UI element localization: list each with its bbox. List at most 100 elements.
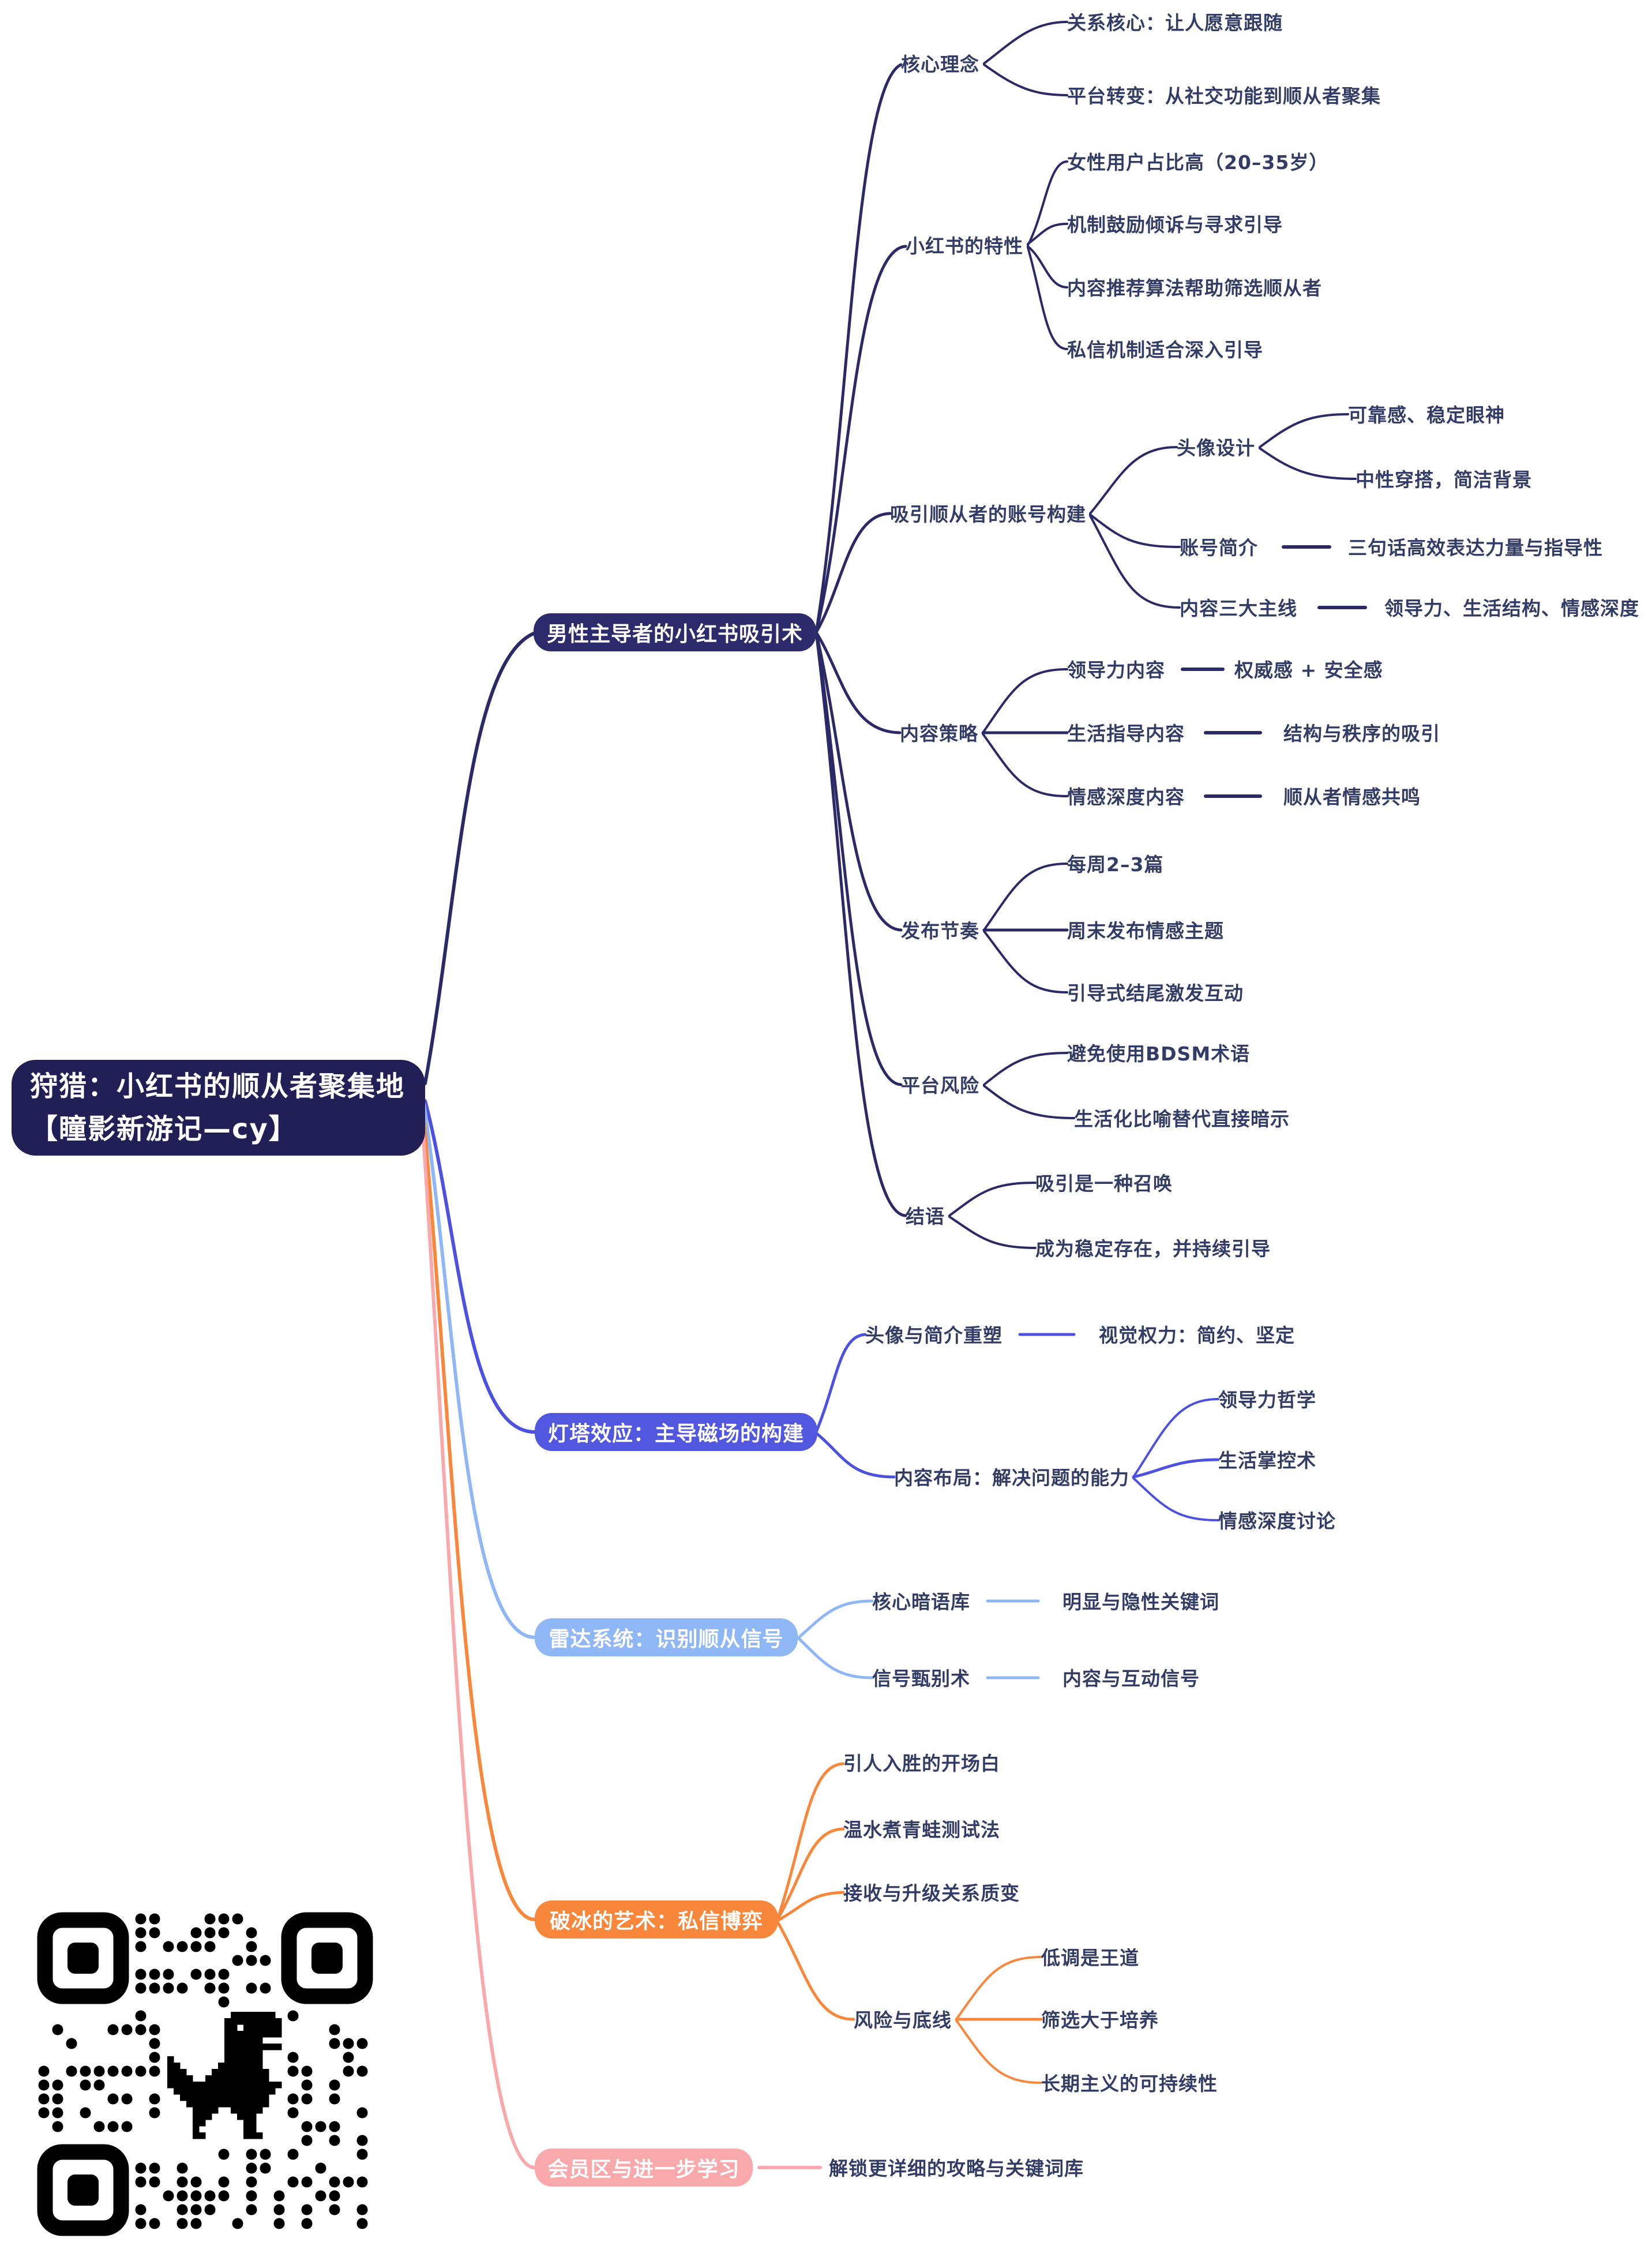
branch-attraction-edges — [814, 21, 1367, 1249]
edge — [983, 21, 1068, 65]
leaf-opening-line[interactable]: 引人入胜的开场白 — [843, 1752, 1000, 1775]
leaf-weekend-emotional[interactable]: 周末发布情感主题 — [1067, 920, 1224, 943]
leaf-long-termism[interactable]: 长期主义的可持续性 — [1041, 2072, 1218, 2095]
leaf-leadership-philosophy[interactable]: 领导力哲学 — [1218, 1389, 1316, 1412]
edge — [814, 631, 907, 1217]
branch-lighthouse[interactable]: 灯塔效应：主导磁场的构建 — [535, 1413, 817, 1451]
edge — [983, 930, 1068, 993]
note-three-sentences[interactable]: 三句话高效表达力量与指导性 — [1348, 537, 1603, 560]
leaf-stable-presence[interactable]: 成为稳定存在，并持续引导 — [1035, 1238, 1271, 1261]
leaf-metaphors[interactable]: 生活化比喻替代直接暗示 — [1074, 1108, 1290, 1131]
node-account-build[interactable]: 吸引顺从者的账号构建 — [890, 503, 1086, 526]
node-risk-bottomline[interactable]: 风险与底线 — [854, 2009, 952, 2032]
branch-member[interactable]: 会员区与进一步学习 — [535, 2149, 753, 2187]
edge — [814, 631, 903, 932]
node-life-guidance[interactable]: 生活指导内容 — [1067, 722, 1185, 745]
leaf-screening[interactable]: 筛选大于培养 — [1041, 2009, 1159, 2032]
edge — [1027, 246, 1068, 350]
edge — [814, 1431, 896, 1479]
leaf-slow-testing[interactable]: 温水煮青蛙测试法 — [843, 1819, 1000, 1842]
leaf-emotional-discussion[interactable]: 情感深度讨论 — [1218, 1510, 1336, 1533]
edge — [421, 1106, 536, 1921]
edge — [776, 1891, 845, 1922]
branch-attraction[interactable]: 男性主导者的小红书吸引术 — [534, 613, 816, 651]
note-interaction-signals[interactable]: 内容与互动信号 — [1062, 1667, 1200, 1690]
leaf-reliable-gaze[interactable]: 可靠感、稳定眼神 — [1348, 404, 1505, 427]
edge — [776, 1827, 845, 1921]
edge — [814, 245, 907, 634]
node-content-lines[interactable]: 内容三大主线 — [1180, 597, 1297, 620]
edge — [797, 1599, 874, 1639]
branch-icebreak[interactable]: 破冰的艺术：私信博弈 — [535, 1900, 778, 1939]
edge — [1027, 160, 1068, 246]
node-leadership-content[interactable]: 领导力内容 — [1067, 659, 1165, 682]
note-authority-safety[interactable]: 权威感 + 安全感 — [1234, 659, 1383, 682]
note-three-lines[interactable]: 领导力、生活结构、情感深度 — [1384, 597, 1639, 620]
node-signal-discernment[interactable]: 信号甄别术 — [872, 1667, 970, 1690]
edge — [1089, 515, 1181, 609]
leaf-unlock-guides[interactable]: 解锁更详细的攻略与关键词库 — [829, 2157, 1084, 2180]
edge — [814, 1333, 867, 1434]
note-structure-order[interactable]: 结构与秩序的吸引 — [1283, 722, 1440, 745]
node-content-layout[interactable]: 内容布局：解决问题的能力 — [894, 1467, 1129, 1490]
node-account-bio[interactable]: 账号简介 — [1180, 537, 1258, 560]
edge — [983, 863, 1068, 931]
edge — [422, 1103, 536, 1639]
edge — [423, 1099, 536, 1434]
edge — [983, 1052, 1068, 1086]
root-title-line2: 【瞳影新游记—cy】 — [30, 1113, 298, 1145]
node-xhs-traits[interactable]: 小红书的特性 — [906, 235, 1023, 258]
edge — [814, 631, 903, 1086]
leaf-low-profile[interactable]: 低调是王道 — [1041, 1947, 1139, 1970]
node-conclusion[interactable]: 结语 — [906, 1205, 945, 1228]
branch-radar[interactable]: 雷达系统：识别顺从信号 — [535, 1618, 798, 1656]
edge — [983, 63, 1068, 96]
edge — [1089, 446, 1178, 515]
leaf-guided-endings[interactable]: 引导式结尾激发互动 — [1067, 982, 1244, 1005]
edge — [955, 2019, 1042, 2084]
edge — [983, 1085, 1075, 1119]
node-codeword-library[interactable]: 核心暗语库 — [872, 1591, 970, 1614]
edge — [1259, 447, 1357, 480]
edge — [982, 733, 1068, 797]
leaf-mechanism-confide[interactable]: 机制鼓励倾诉与寻求引导 — [1067, 213, 1283, 237]
leaf-female-users[interactable]: 女性用户占比高（20–35岁） — [1067, 151, 1329, 174]
edge — [814, 631, 902, 734]
node-emotional-depth[interactable]: 情感深度内容 — [1067, 786, 1185, 809]
root-edges — [420, 632, 536, 2169]
leaf-attraction-call[interactable]: 吸引是一种召唤 — [1035, 1172, 1173, 1195]
edge — [420, 1109, 536, 2169]
leaf-life-mastery[interactable]: 生活掌控术 — [1218, 1449, 1316, 1472]
note-emotional-resonance[interactable]: 顺从者情感共鸣 — [1283, 786, 1421, 809]
leaf-relation-core[interactable]: 关系核心：让人愿意跟随 — [1067, 12, 1283, 35]
edge — [1027, 245, 1068, 288]
node-content-strategy[interactable]: 内容策略 — [900, 722, 978, 745]
leaf-weekly-posts[interactable]: 每周2–3篇 — [1067, 853, 1164, 876]
node-platform-risk[interactable]: 平台风险 — [901, 1074, 979, 1097]
leaf-relationship-upgrade[interactable]: 接收与升级关系质变 — [843, 1882, 1020, 1905]
edge — [948, 1216, 1037, 1249]
edge — [797, 1637, 874, 1679]
branch-radar-edges — [797, 1599, 1040, 1679]
leaf-platform-shift[interactable]: 平台转变：从社交功能到顺从者聚集 — [1067, 85, 1381, 108]
root-node[interactable]: 狩猎：小红书的顺从者聚集地 【瞳影新游记—cy】 — [12, 1060, 425, 1156]
edge — [423, 632, 535, 1085]
leaf-avoid-terms[interactable]: 避免使用BDSM术语 — [1067, 1043, 1251, 1066]
leaf-dm-mechanism[interactable]: 私信机制适合深入引导 — [1067, 339, 1263, 362]
leaf-neutral-outfit[interactable]: 中性穿搭，简洁背景 — [1356, 468, 1532, 492]
root-title-line1: 狩猎：小红书的顺从者聚集地 — [30, 1070, 406, 1103]
edge — [814, 512, 892, 634]
leaf-recommend-algo[interactable]: 内容推荐算法帮助筛选顺从者 — [1067, 277, 1322, 300]
edge — [1132, 1458, 1220, 1479]
node-core-idea[interactable]: 核心理念 — [901, 53, 979, 76]
note-keywords[interactable]: 明显与隐性关键词 — [1062, 1591, 1219, 1614]
note-visual-power[interactable]: 视觉权力：简约、坚定 — [1099, 1324, 1295, 1347]
edge — [1132, 1398, 1219, 1478]
node-avatar-design[interactable]: 头像设计 — [1177, 437, 1255, 460]
edge — [1259, 413, 1349, 448]
edge — [814, 63, 903, 634]
edge — [776, 1920, 855, 2021]
node-avatar-bio-reshape[interactable]: 头像与简介重塑 — [865, 1324, 1003, 1347]
node-posting-rhythm[interactable]: 发布节奏 — [901, 920, 979, 943]
